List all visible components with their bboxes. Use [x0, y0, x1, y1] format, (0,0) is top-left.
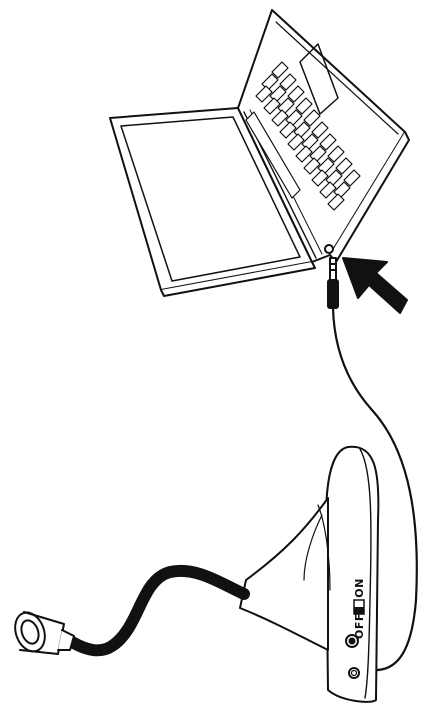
audio-plug-icon	[328, 258, 338, 308]
mic-head	[10, 608, 74, 655]
microphone-icon	[10, 447, 378, 702]
laptop-audio-port	[325, 245, 333, 253]
switch-off-label: OFF	[353, 613, 366, 639]
mic-neck-cone	[240, 498, 328, 650]
mic-indicator	[349, 668, 359, 678]
power-switch[interactable]: OFF ON	[353, 578, 366, 639]
laptop-icon	[110, 10, 409, 296]
arrow-icon	[343, 258, 407, 313]
mic-gooseneck	[72, 571, 244, 651]
switch-on-label: ON	[353, 578, 366, 598]
